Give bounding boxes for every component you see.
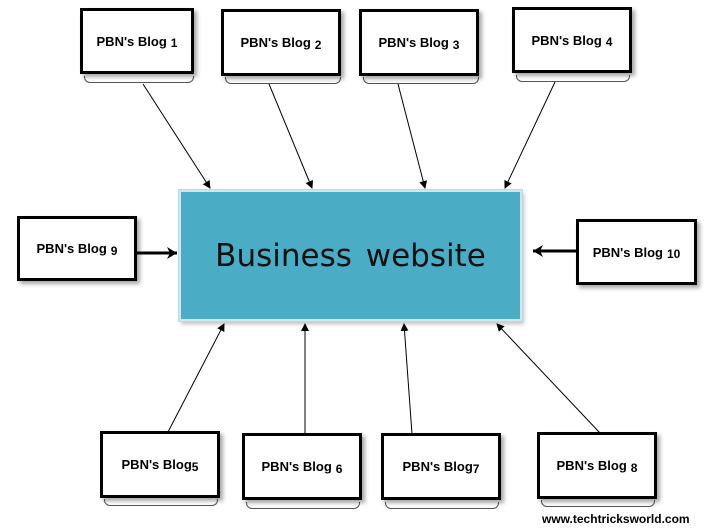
pbn-blog-9-number: 9 bbox=[110, 243, 118, 258]
pbn-blog-2-number: 2 bbox=[314, 37, 322, 52]
pbn-blog-1-number: 1 bbox=[170, 36, 178, 50]
arrow-blog-8 bbox=[496, 323, 601, 434]
pbn-blog-7-label: PBN's Blog bbox=[402, 459, 473, 474]
pbn-blog-5-number: 5 bbox=[191, 459, 199, 474]
arrow-blog-2 bbox=[268, 83, 314, 189]
pbn-blog-9-label: PBN's Blog bbox=[36, 241, 107, 256]
stand-blog-2 bbox=[225, 77, 341, 84]
pbn-blog-2-label: PBN's Blog bbox=[240, 35, 311, 50]
arrow-blog-5 bbox=[167, 323, 225, 433]
pbn-blog-4-label: PBN's Blog bbox=[531, 32, 602, 48]
stand-blog-1 bbox=[84, 76, 194, 83]
arrow-blog-1 bbox=[142, 83, 211, 189]
pbn-blog-10-label: PBN's Blog bbox=[592, 244, 663, 260]
stand-blog-7 bbox=[385, 502, 499, 509]
pbn-blog-5-label: PBN's Blog bbox=[121, 457, 192, 472]
stand-blog-3 bbox=[363, 77, 479, 84]
pbn-blog-3-number: 3 bbox=[452, 37, 460, 52]
pbn-blog-1-label: PBN's Blog bbox=[96, 33, 167, 49]
pbn-blog-6-number: 6 bbox=[335, 461, 343, 476]
pbn-blog-8-number: 8 bbox=[630, 460, 638, 475]
business-website-box: Business website bbox=[179, 190, 522, 321]
pbn-blog-10-number: 10 bbox=[666, 247, 681, 261]
arrow-blog-4 bbox=[504, 81, 556, 189]
arrow-blog-3 bbox=[397, 83, 428, 189]
pbn-blog-4-number: 4 bbox=[605, 35, 613, 49]
stand-blog-5 bbox=[104, 499, 218, 506]
pbn-blog-3-label: PBN's Blog bbox=[378, 35, 449, 50]
business-website-label: Business website bbox=[215, 237, 486, 274]
stand-blog-6 bbox=[246, 502, 360, 509]
pbn-blog-8-label: PBN's Blog bbox=[556, 458, 627, 473]
stand-blog-8 bbox=[541, 500, 655, 507]
pbn-blog-7-number: 7 bbox=[472, 461, 480, 476]
site-credit: www.techtricksworld.com bbox=[542, 512, 690, 526]
pbn-blog-6-label: PBN's Blog bbox=[261, 459, 332, 474]
arrow-blog-7 bbox=[400, 323, 413, 435]
stand-blog-4 bbox=[516, 75, 630, 82]
